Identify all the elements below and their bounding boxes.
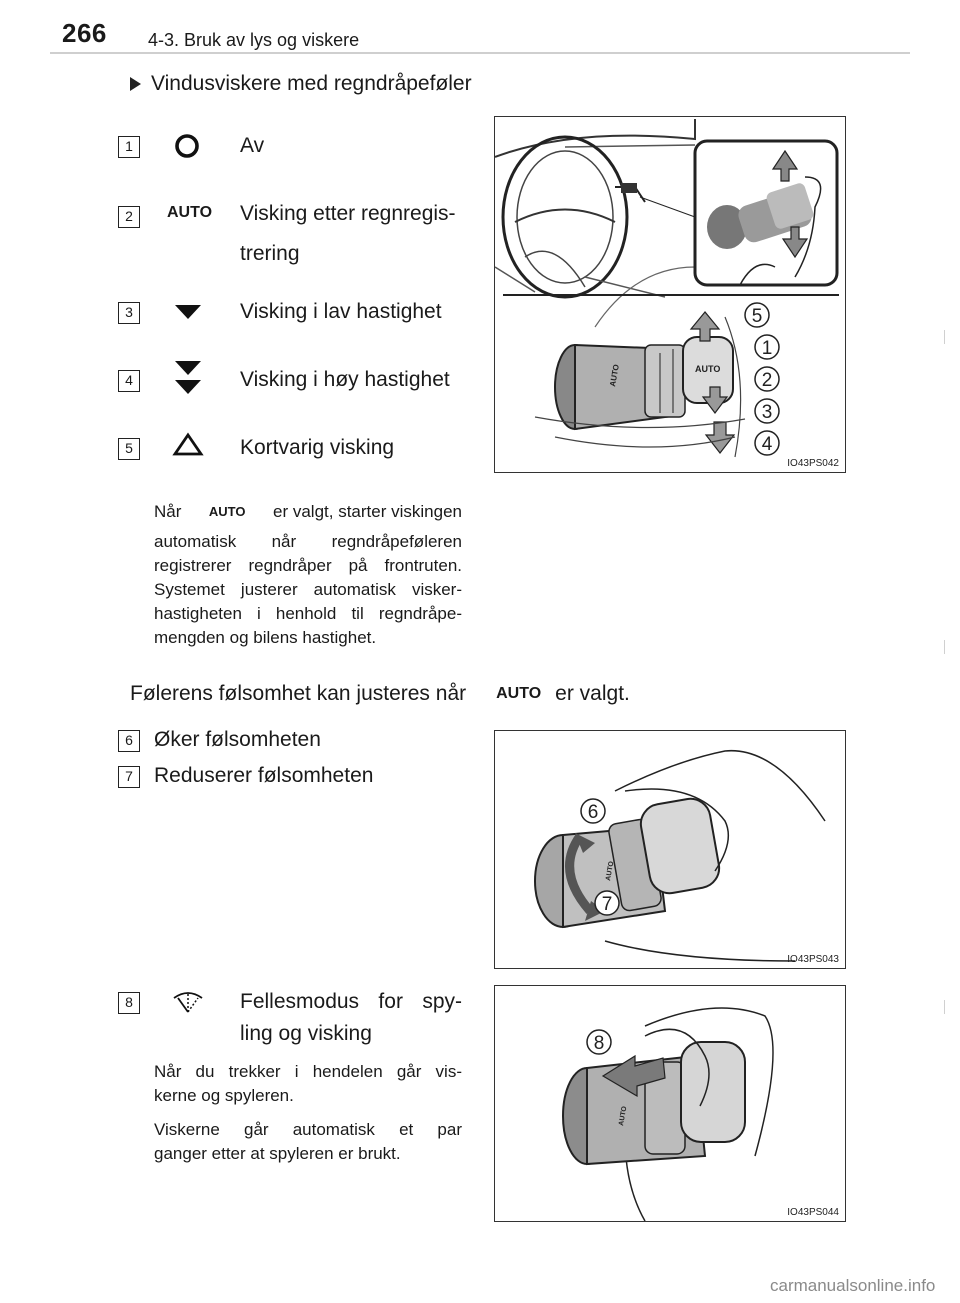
single-arrow-down-icon (174, 304, 202, 325)
callout-1: 1 (762, 338, 773, 359)
callout-4: 4 (762, 434, 773, 455)
callout-8: 8 (594, 1033, 605, 1054)
auto-para-line: registrerer regndråper på frontruten. (154, 556, 462, 575)
callout-number: 8 (118, 992, 140, 1014)
callout-7: 7 (602, 894, 613, 915)
callout-number: 2 (118, 206, 140, 228)
auto-icon: AUTO (208, 504, 246, 519)
auto-para-line: automatisk når regndråpeføleren (154, 532, 462, 551)
lever-auto-label: AUTO (618, 1105, 628, 1126)
washer-para-line: kerne og spyleren. (154, 1086, 294, 1105)
wiper-lever-illustration: AUTO AUTO 5 1 2 3 4 (494, 119, 839, 458)
header-divider (50, 52, 910, 54)
chapter-title: 4-3. Bruk av lys og viskere (148, 30, 360, 50)
site-watermark: carmanualsonline.info (770, 1276, 936, 1295)
lever-auto-label: AUTO (695, 364, 720, 374)
sensitivity-sentence: Følerens følsomhet kan justeres når AUTO… (130, 682, 630, 706)
position-label-off: Av (240, 134, 265, 157)
position-label-low: Visking i lav hastighet (240, 300, 442, 323)
callout-2: 2 (762, 370, 773, 391)
sensitivity-ring-illustration: AUTO 6 7 (534, 749, 826, 962)
callout-number: 5 (118, 438, 140, 460)
auto-icon: AUTO (167, 204, 213, 221)
page-number: 266 (62, 18, 107, 48)
sensitivity-lead: Følerens følsomhet kan justeres når (130, 682, 467, 705)
washer-para-line: Når du trekker i hendelen går vis- (154, 1062, 462, 1081)
position-label-auto-line2: trering (240, 242, 300, 265)
callout-circles: 5 1 2 3 4 (744, 302, 780, 456)
auto-icon: AUTO (496, 685, 542, 702)
callout-number: 1 (118, 136, 140, 158)
off-circle-icon (174, 133, 200, 164)
crop-mark (944, 330, 945, 344)
auto-para-line: Systemet justerer automatisk visker- (154, 580, 462, 599)
sensitivity-tail: er valgt. (555, 682, 630, 705)
crop-mark (944, 1000, 945, 1014)
auto-para-lead: Når (154, 502, 182, 521)
figure-code: IO43PS042 (787, 458, 839, 469)
figure-washer-pull: AUTO 8 IO43PS044 (494, 985, 846, 1222)
section-heading: Vindusviskere med regndråpeføler (130, 72, 472, 96)
callout-number: 3 (118, 302, 140, 324)
callout-5: 5 (752, 306, 763, 327)
triangle-bullet-icon (130, 77, 141, 91)
washer-label-line2: ling og visking (240, 1022, 372, 1045)
increase-sensitivity-label: Øker følsomheten (154, 728, 321, 751)
washer-para-line: ganger etter at spyleren er brukt. (154, 1144, 401, 1163)
callout-6: 6 (588, 802, 599, 823)
callout-3: 3 (762, 402, 773, 423)
decrease-sensitivity-label: Reduserer følsomheten (154, 764, 374, 787)
washer-pull-illustration: AUTO 8 (562, 1007, 774, 1222)
auto-para-tail: er valgt, starter viskingen (273, 502, 462, 521)
double-arrow-down-icon (174, 360, 202, 401)
figure-sensitivity-ring: AUTO 6 7 IO43PS043 (494, 730, 846, 969)
figure-code: IO43PS043 (787, 954, 839, 965)
washer-description: Når du trekker i hendelen går vis- kerne… (154, 1060, 462, 1166)
auto-para-line: hastigheten i henhold til regndråpe- (154, 604, 462, 623)
lever-auto-label: AUTO (608, 364, 621, 388)
callout-number: 4 (118, 370, 140, 392)
washer-para-line: Viskerne går automatisk et par (154, 1120, 462, 1139)
callout-number: 7 (118, 766, 140, 788)
position-label-auto-line1: Visking etter regnregis- (240, 202, 456, 225)
position-label-mist: Kortvarig visking (240, 436, 395, 459)
callout-number: 6 (118, 730, 140, 752)
washer-label-line1: Fellesmodus for spy- (240, 990, 462, 1013)
figure-wiper-lever-positions: AUTO AUTO 5 1 2 3 4 IO43PS042 (494, 116, 846, 473)
auto-description: Når AUTO er valgt, starter viskingen aut… (154, 500, 462, 650)
mist-triangle-icon (172, 432, 204, 463)
crop-mark (944, 640, 945, 654)
lever-auto-label: AUTO (605, 860, 615, 881)
position-label-high: Visking i høy hastighet (240, 368, 450, 391)
washer-wiper-icon (170, 986, 206, 1021)
figure-code: IO43PS044 (787, 1207, 839, 1218)
auto-para-line: mengden og bilens hastighet. (154, 628, 377, 647)
section-title: Vindusviskere med regndråpeføler (151, 72, 472, 95)
